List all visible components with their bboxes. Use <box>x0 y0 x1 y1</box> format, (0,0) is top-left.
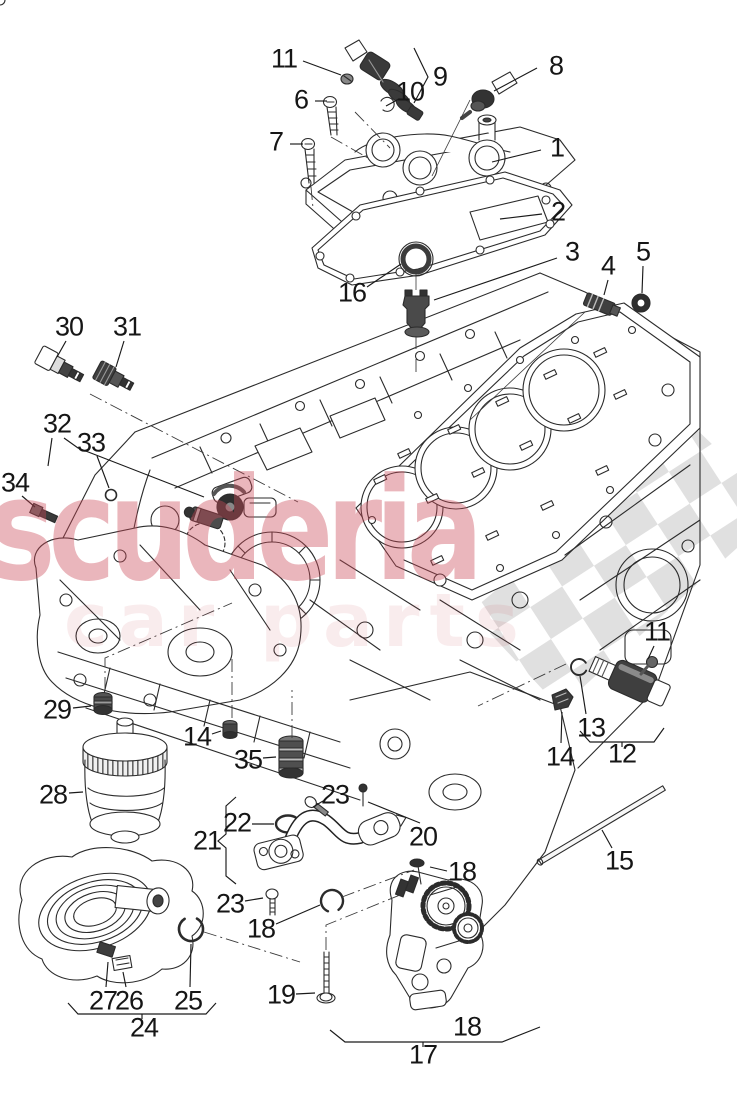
callout-19[interactable]: 19 <box>266 979 296 1010</box>
callout-14[interactable]: 14 <box>545 741 575 772</box>
callout-6[interactable]: 6 <box>293 84 309 115</box>
callout-leader-21 <box>217 796 237 885</box>
callout-leader-32 <box>47 437 53 467</box>
callout-leader-25 <box>189 943 192 988</box>
callout-23[interactable]: 23 <box>320 779 350 810</box>
callout-leader-8 <box>493 67 538 92</box>
callout-34[interactable]: 34 <box>0 467 30 498</box>
callout-15[interactable]: 15 <box>604 845 634 876</box>
alignment-lines <box>415 99 586 421</box>
callout-17[interactable]: 17 <box>408 1039 438 1070</box>
callout-leader-14 <box>560 711 563 744</box>
callout-leader-9 <box>413 47 429 104</box>
callout-18[interactable]: 18 <box>447 856 477 887</box>
callout-10[interactable]: 10 <box>395 76 425 107</box>
callout-leader-23 <box>312 800 324 808</box>
callout-leader-33 <box>96 455 110 489</box>
callout-leader-2 <box>499 213 543 220</box>
engine-block-art <box>0 0 701 1011</box>
callout-leader-15 <box>601 829 613 849</box>
callout-leader-11 <box>647 645 655 660</box>
assembly-axis-lines <box>89 111 567 963</box>
callout-leader-32 <box>63 437 205 498</box>
callout-leader-34 <box>21 495 36 508</box>
callout-11[interactable]: 11 <box>270 43 298 74</box>
callout-leader-10 <box>385 98 400 107</box>
callout-5[interactable]: 5 <box>635 236 651 267</box>
callout-leader-11 <box>302 60 342 76</box>
callout-leader-29 <box>72 705 92 709</box>
callout-13[interactable]: 13 <box>576 712 606 743</box>
callout-22[interactable]: 22 <box>222 807 252 838</box>
callout-leader-20 <box>367 801 421 824</box>
callout-3[interactable]: 3 <box>564 236 580 267</box>
callout-11[interactable]: 11 <box>643 616 671 647</box>
callout-leader-18 <box>275 904 321 925</box>
callout-leader-3 <box>433 257 558 301</box>
callout-4[interactable]: 4 <box>600 250 616 281</box>
callout-leader-13 <box>579 675 587 715</box>
callout-18[interactable]: 18 <box>246 913 276 944</box>
callout-leader-18 <box>429 866 448 872</box>
callout-21[interactable]: 21 <box>192 825 222 856</box>
callout-27[interactable]: 27 <box>88 985 118 1016</box>
callout-leader-28 <box>68 791 84 794</box>
callout-leader-lines <box>21 47 665 1047</box>
callout-23[interactable]: 23 <box>215 888 245 919</box>
callout-28[interactable]: 28 <box>38 779 68 810</box>
callout-35[interactable]: 35 <box>233 744 263 775</box>
callout-leader-5 <box>641 265 644 294</box>
callout-leader-1 <box>491 149 542 163</box>
callout-8[interactable]: 8 <box>548 50 564 81</box>
callout-leader-23 <box>244 897 264 902</box>
callout-leader-27 <box>105 961 109 988</box>
callout-leader-31 <box>115 340 125 368</box>
callout-leader-16 <box>366 263 402 288</box>
callout-leader-14 <box>211 730 222 735</box>
callout-16[interactable]: 16 <box>337 277 367 308</box>
callout-33[interactable]: 33 <box>76 427 106 458</box>
callout-leader-19 <box>295 992 316 995</box>
callout-14[interactable]: 14 <box>182 721 212 752</box>
callout-26[interactable]: 26 <box>114 985 144 1016</box>
callout-9[interactable]: 9 <box>432 61 448 92</box>
callout-12[interactable]: 12 <box>607 738 637 769</box>
callout-32[interactable]: 32 <box>42 408 72 439</box>
callout-leader-35 <box>262 756 277 759</box>
checkered-flag-graphic <box>470 425 737 708</box>
callout-leader-26 <box>122 971 127 988</box>
callout-31[interactable]: 31 <box>112 311 142 342</box>
callout-1[interactable]: 1 <box>549 132 565 163</box>
callout-24[interactable]: 24 <box>129 1012 159 1043</box>
callout-18[interactable]: 18 <box>452 1011 482 1042</box>
callout-leader-30 <box>56 340 67 358</box>
callout-29[interactable]: 29 <box>42 694 72 725</box>
callout-30[interactable]: 30 <box>54 311 84 342</box>
callout-7[interactable]: 7 <box>268 126 284 157</box>
callout-25[interactable]: 25 <box>173 985 203 1016</box>
callout-20[interactable]: 20 <box>408 821 438 852</box>
callout-leader-4 <box>603 279 609 296</box>
callout-2[interactable]: 2 <box>550 196 566 227</box>
